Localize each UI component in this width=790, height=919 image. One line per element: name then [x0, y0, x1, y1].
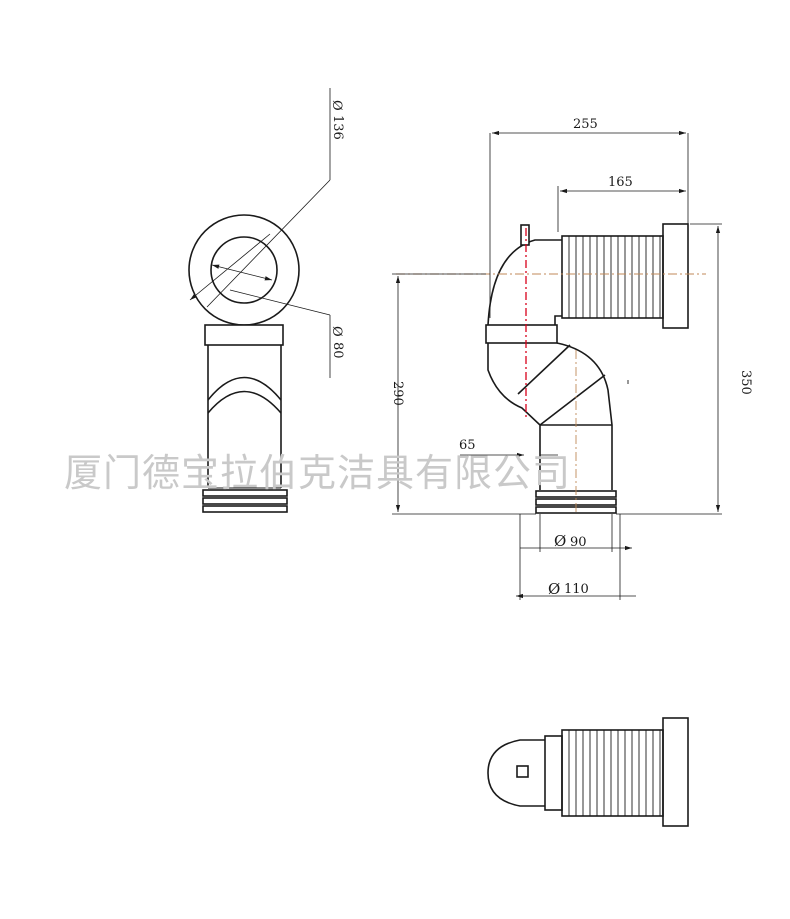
- flange-top: [662, 717, 689, 827]
- bellows: [561, 235, 664, 319]
- dim-165-label: 165: [608, 175, 633, 190]
- flange: [662, 223, 689, 329]
- s-bend-left: [487, 343, 541, 490]
- dim-80-label: 80: [330, 342, 345, 359]
- bottom-rings: [202, 489, 288, 513]
- collar-side: [485, 324, 558, 344]
- diameter-symbol: Ø: [329, 326, 344, 337]
- dim-110-label: 110: [564, 582, 589, 597]
- dim-290-label: 290: [390, 381, 405, 406]
- company-watermark: 厦门德宝拉伯克洁具有限公司: [64, 451, 571, 495]
- dim-90-label: 90: [570, 535, 587, 550]
- bellows-ribs-top: [568, 730, 661, 816]
- leader-80: [229, 289, 331, 316]
- dim-255-label: 255: [573, 117, 598, 132]
- vent-square: [516, 765, 529, 778]
- body-curve-2: [207, 390, 282, 414]
- body-sides: [207, 345, 282, 488]
- diameter-symbol: Ø: [329, 100, 344, 111]
- front-view: [188, 88, 331, 513]
- top-view: [487, 717, 689, 827]
- bellows-top: [561, 729, 664, 817]
- bellows-ribs: [568, 236, 661, 318]
- dim-136-label: 136: [330, 115, 345, 140]
- cap-top: [487, 739, 545, 807]
- dim-65-label: 65: [459, 438, 476, 453]
- diameter-symbol: Ø: [554, 532, 566, 550]
- collar: [204, 324, 284, 346]
- diameter-symbol: Ø: [548, 580, 560, 598]
- inner-ring: [210, 236, 278, 304]
- leader-136: [206, 179, 331, 308]
- body-curve: [207, 376, 282, 401]
- dim-350-label: 350: [738, 370, 753, 395]
- s-bend-right: [556, 342, 613, 490]
- elbow-outer: [487, 239, 562, 326]
- side-view: [392, 130, 722, 600]
- outer-ring: [188, 214, 300, 326]
- vent-tab: [520, 224, 530, 246]
